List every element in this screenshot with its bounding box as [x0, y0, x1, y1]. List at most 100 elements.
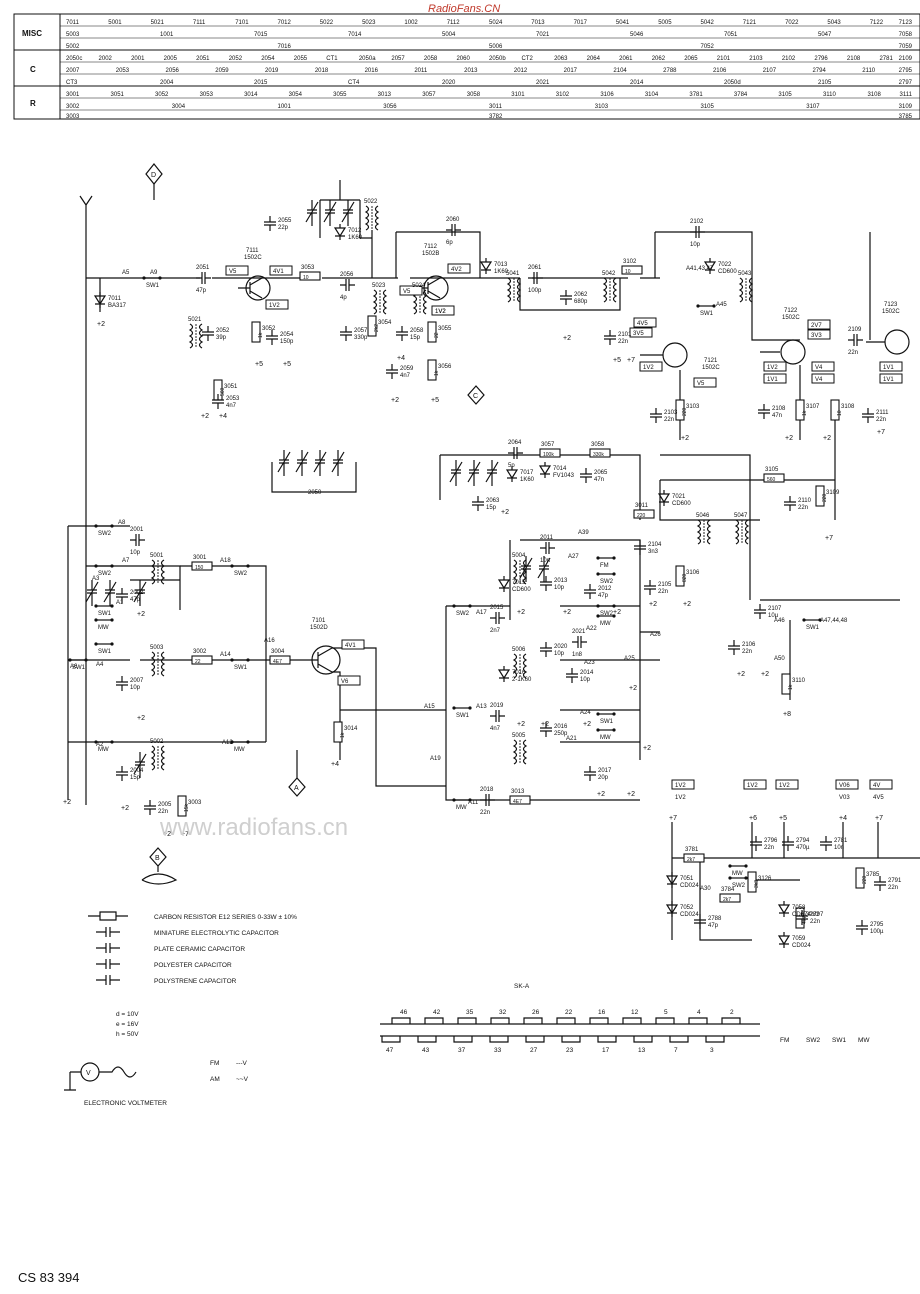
- node-label: A24: [580, 710, 591, 716]
- table-cell: 2105: [818, 80, 832, 86]
- table-cell: 2103: [749, 56, 763, 62]
- rail-voltage: 1V2: [675, 783, 686, 789]
- capacitor-label: 2054: [280, 332, 294, 338]
- resistor-3782: [795, 907, 805, 929]
- legend-symbol-icon: [96, 927, 120, 937]
- node-label: A8: [118, 520, 126, 526]
- capacitor-2101: [604, 330, 616, 345]
- diode-7012: [333, 224, 347, 240]
- supply-terminal: +2: [627, 791, 635, 798]
- transistor-label: 7123: [884, 302, 898, 308]
- rail-voltage-box: [743, 779, 767, 790]
- ska-position: SW1: [832, 1037, 846, 1044]
- coil-label: 5001: [150, 553, 164, 559]
- ska-contact-top: 2: [730, 1009, 734, 1016]
- node-label: A11: [468, 800, 479, 806]
- bias-voltage-box: [431, 305, 455, 316]
- capacitor-value: 10p: [554, 651, 565, 657]
- coil-label: 5021: [188, 317, 202, 323]
- resistor-value: 2k7: [687, 857, 695, 863]
- bias-voltage-box: [811, 361, 835, 372]
- table-cell: 7013: [531, 20, 545, 26]
- capacitor-2018: [480, 794, 495, 806]
- rail-voltage-sub: V03: [839, 795, 850, 801]
- diode-type: CD024: [680, 883, 699, 889]
- capacitor-2064: [508, 447, 523, 459]
- node-label: A26: [650, 632, 661, 638]
- capacitor-2063: [472, 496, 484, 511]
- capacitor-label: 2059: [400, 366, 414, 372]
- table-cell: 2060: [456, 56, 470, 62]
- diode-label: 7017: [520, 470, 534, 476]
- svg-text:C: C: [473, 393, 478, 400]
- switch-label: MW: [98, 625, 109, 631]
- node-label: A17: [476, 610, 487, 616]
- ska-contact-top: 32: [499, 1009, 507, 1016]
- resistor-label: 3109: [826, 490, 840, 496]
- resistor-value: 150: [195, 565, 204, 571]
- diode-type: CD674: [792, 912, 811, 918]
- capacitor-label: 2107: [768, 606, 782, 612]
- rail-voltage: 1V2: [779, 783, 790, 789]
- switch-label: SW1: [146, 283, 160, 289]
- resistor-3109: [815, 485, 825, 507]
- resistor-value: 220: [682, 407, 688, 416]
- bias-voltage-box: [693, 377, 717, 388]
- table-cell: 3102: [556, 92, 570, 98]
- capacitor-2005: [144, 800, 156, 815]
- supply-terminal: +2: [597, 791, 605, 798]
- capacitor-2796: [750, 836, 762, 851]
- resistor-label: 3054: [378, 320, 392, 326]
- resistor-value: 330k: [593, 452, 604, 458]
- svg-text:AM: AM: [210, 1076, 220, 1083]
- capacitor-label: 2013: [554, 578, 568, 584]
- supply-terminal: +2: [97, 321, 105, 328]
- capacitor-value: 15p: [410, 335, 421, 341]
- capacitor-2109: [848, 334, 863, 346]
- diode-7058: [777, 901, 791, 917]
- bias-voltage: 1V2: [643, 365, 654, 371]
- table-cell: 2106: [713, 68, 727, 74]
- table-cell: CT3: [66, 80, 78, 86]
- svg-text:---V: ---V: [236, 1060, 247, 1067]
- capacitor-2051: [196, 272, 211, 284]
- resistor-label: 3013: [511, 789, 525, 795]
- resistor-value: 22: [434, 332, 440, 338]
- capacitor-value: 47n: [594, 477, 604, 483]
- supply-terminal: +4: [839, 815, 847, 822]
- table-cell: 7015: [254, 32, 268, 38]
- resistor-value: 100k: [543, 452, 554, 458]
- capacitor-value: 4n7: [226, 403, 237, 409]
- switch-label: MW: [234, 747, 245, 753]
- resistor-label: 3002: [193, 649, 207, 655]
- table-cell: 1002: [404, 20, 418, 26]
- ska-contact-top: 16: [598, 1009, 606, 1016]
- table-cell: 5003: [66, 32, 80, 38]
- variable-capacitor: [341, 200, 355, 226]
- resistor-value: 1k: [258, 332, 264, 338]
- coil-5006: [512, 653, 518, 679]
- capacitor-label: 2797: [810, 912, 824, 918]
- capacitor-2055: [264, 216, 276, 231]
- table-cell: 2011: [414, 68, 428, 74]
- table-cell: 2051: [196, 56, 210, 62]
- capacitor-2107: [754, 604, 766, 619]
- table-cell: 7011: [66, 20, 80, 26]
- transistor-type: 1502C: [702, 365, 720, 371]
- bias-voltage-box: [399, 285, 423, 296]
- table-cell: 2054: [261, 56, 275, 62]
- resistor-3102: [621, 265, 643, 275]
- diode-7016: [497, 666, 511, 682]
- table-cell: 2014: [630, 80, 644, 86]
- capacitor-value: 10µ: [768, 613, 779, 619]
- bias-voltage-box: [879, 373, 903, 384]
- capacitor-label: 2021: [572, 629, 586, 635]
- diode-label: 7013: [494, 262, 508, 268]
- capacitor-label: 2104: [648, 542, 662, 548]
- capacitor-2106: [728, 640, 740, 655]
- rail-voltage-sub: 1V2: [675, 795, 686, 801]
- table-cell: 5004: [442, 32, 456, 38]
- switch-label: SW1: [700, 311, 714, 317]
- rail-voltage-box: [775, 779, 799, 790]
